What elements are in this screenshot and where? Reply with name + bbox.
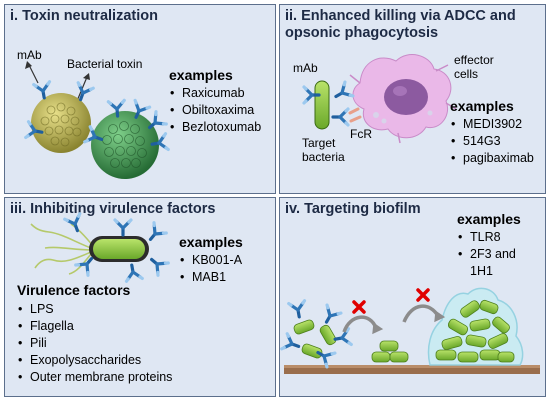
examples-list: KB001-A MAB1 [179, 252, 242, 286]
cross-icon [416, 288, 430, 302]
examples-heading: examples [457, 211, 521, 227]
list-item: Exopolysaccharides [17, 352, 172, 369]
panel-title: ii. Enhanced killing via ADCC and opsoni… [285, 8, 516, 42]
bacterium-icon [89, 236, 149, 262]
examples-continuation: 1H1 [470, 264, 493, 278]
panel-toxin-neutralization: i. Toxin neutralization mAb Bacterial to… [4, 4, 276, 194]
examples-list: TLR8 2F3 and [457, 229, 516, 263]
list-item: Obiltoxaxima [169, 102, 261, 119]
virulence-factors-heading: Virulence factors [17, 282, 131, 298]
bacterium-icon [371, 340, 409, 363]
list-item: Outer membrane proteins [17, 369, 172, 386]
list-item: MAB1 [179, 269, 242, 286]
panel-title: i. Toxin neutralization [10, 8, 158, 24]
list-item: 514G3 [450, 133, 534, 150]
list-item: MEDI3902 [450, 116, 534, 133]
list-item: Pili [17, 335, 172, 352]
panel-title: iv. Targeting biofilm [285, 201, 421, 217]
toxin-label: Bacterial toxin [67, 57, 143, 71]
examples-heading: examples [169, 67, 233, 83]
panel-title-line-1: ii. Enhanced killing via ADCC and [285, 8, 516, 24]
list-item: 2F3 and [457, 246, 516, 263]
bacterium-icon [293, 319, 337, 359]
fcr-label: FcR [350, 127, 372, 141]
bacterium-icon [314, 80, 330, 130]
panel-inhibiting-virulence: iii. Inhibiting virulence factors exampl… [4, 197, 276, 397]
panel-enhanced-killing: ii. Enhanced killing via ADCC and opsoni… [279, 4, 546, 194]
list-item: LPS [17, 301, 172, 318]
toxin-neutralization-illustration [24, 61, 170, 179]
toxin-cluster-icon [91, 111, 159, 179]
examples-list: MEDI3902 514G3 pagibaximab [450, 116, 534, 167]
examples-heading: examples [450, 98, 514, 114]
list-item: TLR8 [457, 229, 516, 246]
list-item: Flagella [17, 318, 172, 335]
toxin-cluster-icon [31, 93, 91, 153]
mab-label: mAb [17, 48, 42, 62]
list-item: Raxicumab [169, 85, 261, 102]
virulence-illustration [30, 212, 170, 283]
virulence-factors-list: LPS Flagella Pili Exopolysaccharides Out… [17, 301, 172, 386]
examples-heading: examples [179, 234, 243, 250]
list-item: KB001-A [179, 252, 242, 269]
target-bacteria-label: Target bacteria [302, 136, 345, 164]
mab-label: mAb [293, 61, 318, 75]
cross-icon [352, 300, 366, 314]
biofilm-illustration [280, 287, 540, 374]
panel-targeting-biofilm: iv. Targeting biofilm examples TLR8 2F3 … [279, 197, 546, 397]
biofilm-icon [427, 287, 524, 366]
effector-cell-icon [349, 54, 457, 144]
list-item: Bezlotoxumab [169, 119, 261, 136]
list-item: pagibaximab [450, 150, 534, 167]
examples-list: Raxicumab Obiltoxaxima Bezlotoxumab [169, 85, 261, 136]
panel-title: iii. Inhibiting virulence factors [10, 201, 216, 217]
effector-cells-label: effector cells [454, 53, 494, 81]
adcc-illustration [302, 54, 457, 144]
panel-title-line-2: opsonic phagocytosis [285, 25, 439, 41]
